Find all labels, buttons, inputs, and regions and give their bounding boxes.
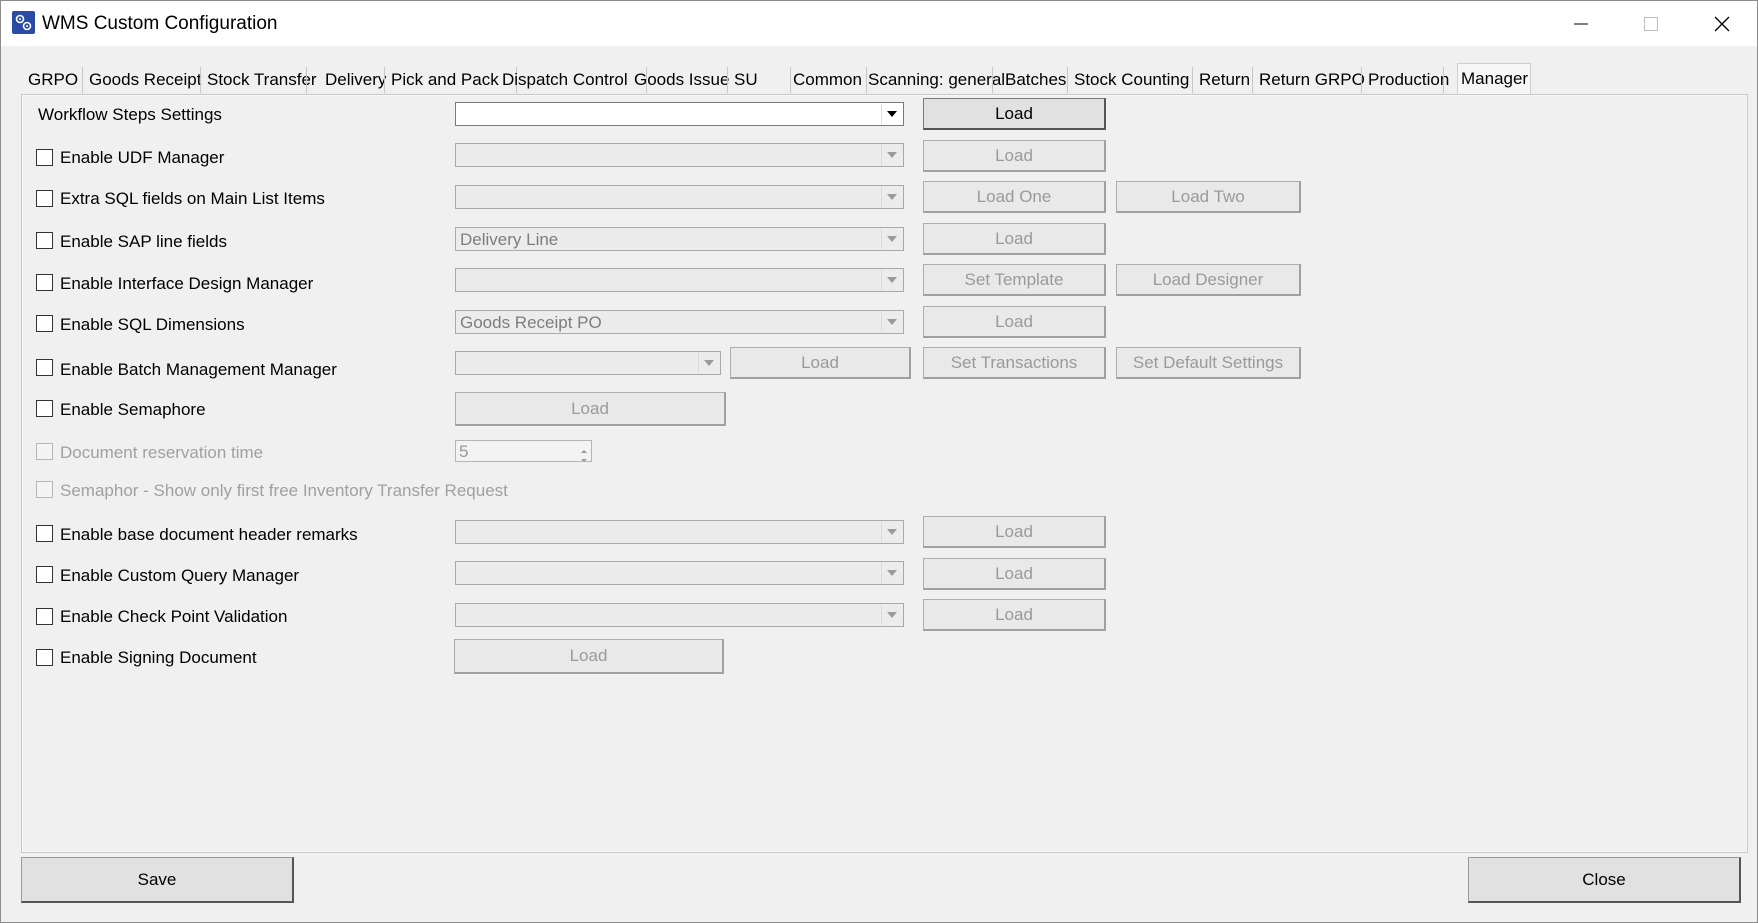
extra-sql-load-one-button[interactable]: Load One — [923, 181, 1106, 213]
minimize-button[interactable] — [1546, 1, 1616, 46]
chevron-down-icon[interactable] — [881, 104, 902, 124]
sap-line-value: Delivery Line — [460, 230, 559, 249]
sql-dimensions-combo[interactable]: Goods Receipt PO — [455, 310, 904, 334]
workflow-steps-label: Workflow Steps Settings — [38, 105, 222, 124]
app-gear-icon — [12, 11, 35, 34]
workflow-load-button[interactable]: Load — [923, 98, 1106, 130]
close-window-button[interactable] — [1687, 1, 1757, 46]
sap-line-load-button[interactable]: Load — [923, 223, 1106, 255]
extra-sql-checkbox[interactable] — [36, 190, 53, 207]
interface-design-label: Enable Interface Design Manager — [60, 274, 314, 293]
udf-manager-label: Enable UDF Manager — [60, 148, 225, 167]
tab-pick-and-pack[interactable]: Pick and Pack — [388, 66, 517, 94]
reservation-time-spinner[interactable]: 5 — [455, 440, 592, 462]
tab-stock-transfer[interactable]: Stock Transfer — [204, 66, 317, 94]
extra-sql-combo[interactable] — [455, 185, 904, 209]
checkpoint-combo[interactable] — [455, 603, 904, 627]
close-button[interactable]: Close — [1468, 857, 1741, 903]
sql-dimensions-label: Enable SQL Dimensions — [60, 315, 245, 334]
interface-design-combo[interactable] — [455, 268, 904, 292]
base-remarks-combo[interactable] — [455, 520, 904, 544]
set-template-button[interactable]: Set Template — [923, 264, 1106, 296]
sql-dimensions-checkbox[interactable] — [36, 315, 53, 332]
sap-line-checkbox[interactable] — [36, 232, 53, 249]
batch-load-button[interactable]: Load — [730, 347, 911, 379]
semaphor-first-free-checkbox[interactable] — [36, 481, 53, 498]
reservation-time-label: Document reservation time — [60, 443, 264, 462]
manager-panel — [21, 94, 1748, 853]
maximize-icon — [1644, 16, 1658, 31]
tab-manager[interactable]: Manager — [1457, 63, 1531, 95]
tab-production[interactable]: Production — [1365, 66, 1449, 94]
window-title: WMS Custom Configuration — [42, 13, 278, 34]
base-remarks-checkbox[interactable] — [36, 525, 53, 542]
extra-sql-load-two-button[interactable]: Load Two — [1116, 181, 1301, 213]
semaphore-load-button[interactable]: Load — [455, 392, 726, 426]
udf-manager-checkbox[interactable] — [36, 149, 53, 166]
chevron-down-icon[interactable] — [881, 229, 902, 249]
base-remarks-label: Enable base document header remarks — [60, 525, 358, 544]
signing-document-label: Enable Signing Document — [60, 648, 257, 667]
chevron-down-icon[interactable] — [881, 187, 902, 207]
maximize-button[interactable] — [1616, 1, 1686, 46]
custom-query-label: Enable Custom Query Manager — [60, 566, 300, 585]
batch-management-checkbox[interactable] — [36, 359, 53, 376]
tab-common[interactable]: Common — [790, 66, 867, 94]
workflow-steps-combo[interactable] — [455, 102, 904, 126]
tab-delivery[interactable]: Delivery — [322, 66, 386, 94]
tab-goods-receipt[interactable]: Goods Receipt — [86, 66, 201, 94]
extra-sql-label: Extra SQL fields on Main List Items — [60, 189, 325, 208]
custom-query-checkbox[interactable] — [36, 566, 53, 583]
signing-document-checkbox[interactable] — [36, 649, 53, 666]
checkpoint-checkbox[interactable] — [36, 608, 53, 625]
sql-dimensions-value: Goods Receipt PO — [460, 313, 602, 332]
tab-goods-issue[interactable]: Goods Issue — [631, 66, 729, 94]
chevron-down-icon[interactable] — [881, 312, 902, 332]
sap-line-combo[interactable]: Delivery Line — [455, 227, 904, 251]
set-transactions-button[interactable]: Set Transactions — [923, 347, 1106, 379]
base-remarks-load-button[interactable]: Load — [923, 516, 1106, 548]
chevron-down-icon[interactable] — [881, 270, 902, 290]
set-default-settings-button[interactable]: Set Default Settings — [1116, 347, 1301, 379]
chevron-down-icon[interactable] — [881, 605, 902, 625]
semaphore-label: Enable Semaphore — [60, 400, 206, 419]
semaphore-checkbox[interactable] — [36, 400, 53, 417]
checkpoint-load-button[interactable]: Load — [923, 599, 1106, 631]
custom-query-combo[interactable] — [455, 561, 904, 585]
signing-load-button[interactable]: Load — [454, 639, 724, 674]
reservation-time-checkbox[interactable] — [36, 443, 53, 460]
udf-load-button[interactable]: Load — [923, 140, 1106, 172]
tab-grpo[interactable]: GRPO — [25, 66, 83, 94]
tab-su[interactable]: SU — [731, 66, 791, 94]
semaphor-first-free-label: Semaphor - Show only first free Inventor… — [60, 481, 508, 500]
interface-design-checkbox[interactable] — [36, 274, 53, 291]
sap-line-label: Enable SAP line fields — [60, 232, 227, 251]
reservation-time-value: 5 — [459, 442, 469, 461]
batch-management-combo[interactable] — [455, 351, 721, 375]
batch-management-label: Enable Batch Management Manager — [60, 360, 337, 379]
tab-return[interactable]: Return — [1196, 66, 1253, 94]
checkpoint-label: Enable Check Point Validation — [60, 607, 288, 626]
tab-scanning-general[interactable]: Scanning: general — [865, 66, 1005, 94]
custom-query-load-button[interactable]: Load — [923, 558, 1106, 590]
title-bar[interactable]: WMS Custom Configuration — [1, 1, 1757, 46]
sql-dimensions-load-button[interactable]: Load — [923, 306, 1106, 338]
tab-return-grpo[interactable]: Return GRPO — [1256, 66, 1365, 94]
udf-manager-combo[interactable] — [455, 143, 904, 167]
spin-up-icon[interactable] — [577, 441, 591, 453]
save-button[interactable]: Save — [21, 857, 294, 903]
load-designer-button[interactable]: Load Designer — [1116, 264, 1301, 296]
chevron-down-icon[interactable] — [881, 145, 902, 165]
tab-batches[interactable]: Batches — [1002, 66, 1068, 94]
minimize-icon — [1574, 23, 1588, 24]
spin-down-icon[interactable] — [577, 451, 591, 462]
tab-stock-counting[interactable]: Stock Counting — [1071, 66, 1193, 94]
close-icon — [1714, 16, 1730, 31]
tab-dispatch-control[interactable]: Dispatch Control — [499, 66, 647, 94]
chevron-down-icon[interactable] — [698, 353, 719, 373]
chevron-down-icon[interactable] — [881, 563, 902, 583]
chevron-down-icon[interactable] — [881, 522, 902, 542]
